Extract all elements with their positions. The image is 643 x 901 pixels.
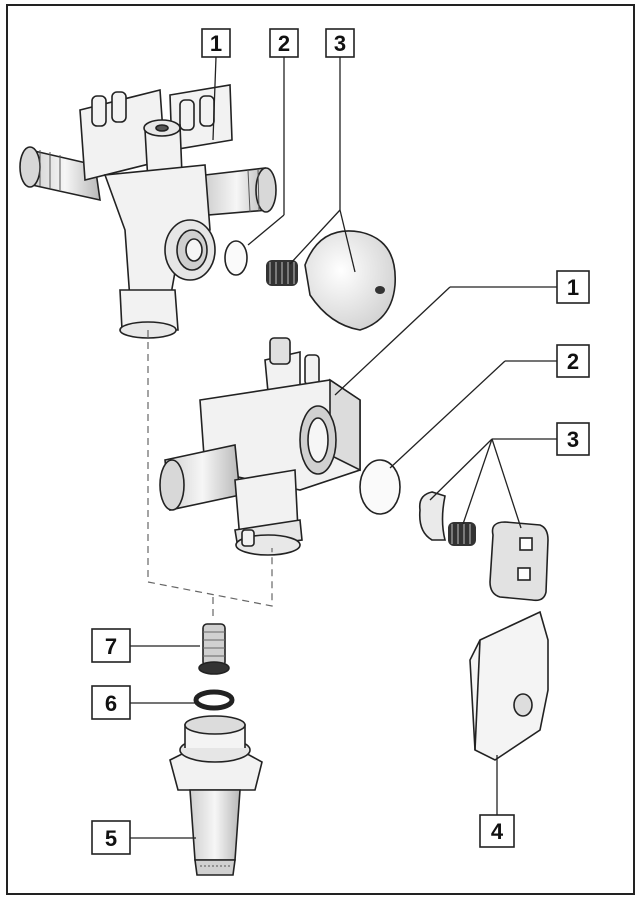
- svg-text:3: 3: [567, 427, 579, 452]
- svg-text:3: 3: [334, 31, 346, 56]
- middle-ring-holder: [418, 491, 447, 541]
- svg-text:4: 4: [491, 819, 504, 844]
- callout-5: 5: [91, 820, 131, 855]
- svg-text:5: 5: [105, 826, 117, 851]
- top-cap: [304, 230, 396, 331]
- callout-6: 6: [91, 685, 131, 720]
- bottom-connector: [169, 715, 263, 876]
- clip-part: [469, 610, 549, 761]
- callout-boxes: 1 2 3 1 2 3 7 6: [91, 28, 590, 855]
- callout-4: 4: [479, 814, 515, 848]
- svg-text:1: 1: [567, 275, 579, 300]
- callout-7: 7: [91, 628, 131, 663]
- svg-text:2: 2: [278, 31, 290, 56]
- svg-text:2: 2: [567, 349, 579, 374]
- filter-strainer: [198, 623, 230, 675]
- top-spring: [266, 260, 298, 286]
- top-valve-body: [19, 84, 277, 339]
- middle-spring: [448, 522, 476, 546]
- svg-text:1: 1: [210, 31, 222, 56]
- assembly-guide-line: [147, 330, 273, 607]
- callout-2-middle: 2: [556, 344, 590, 378]
- svg-text:7: 7: [105, 634, 117, 659]
- callout-3-middle: 3: [556, 422, 590, 456]
- middle-cap: [489, 521, 549, 602]
- callout-1-top: 1: [201, 28, 231, 58]
- callout-1-middle: 1: [556, 270, 590, 304]
- svg-text:6: 6: [105, 691, 117, 716]
- callout-3-top: 3: [325, 28, 355, 58]
- middle-valve-body: [159, 337, 361, 556]
- middle-diaphragm: [359, 459, 401, 515]
- top-diaphragm: [224, 240, 248, 276]
- o-ring: [193, 689, 235, 711]
- callout-2-top: 2: [269, 28, 299, 58]
- leader-lines: [130, 56, 557, 839]
